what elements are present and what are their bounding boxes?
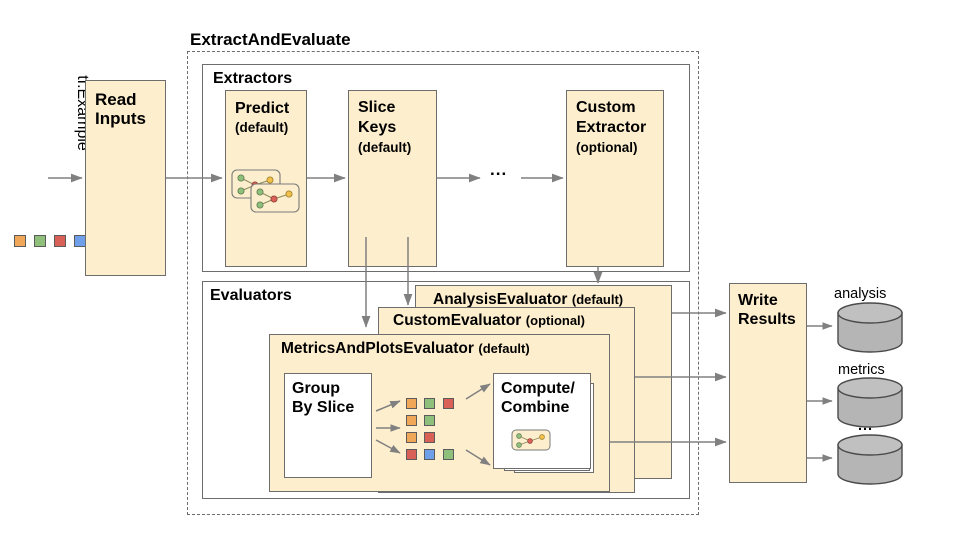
- slice-swatch: [424, 432, 435, 443]
- group-extract-and-evaluate: [187, 51, 699, 515]
- output-label-metrics: metrics: [838, 362, 885, 378]
- group-by-slice-line2: By Slice: [292, 399, 355, 416]
- compute-combine-line1: Compute/: [501, 380, 575, 397]
- output-cylinder-more: [837, 434, 903, 485]
- output-label-analysis: analysis: [834, 286, 887, 302]
- custom-extractor-line2: Extractor: [576, 119, 647, 136]
- slice-keys-line2: Keys: [358, 119, 397, 136]
- node-read-inputs[interactable]: Read Inputs: [85, 80, 166, 276]
- slice-swatch: [406, 432, 417, 443]
- slice-swatch: [424, 449, 435, 460]
- custom-extractor-qualifier: (optional): [576, 140, 638, 155]
- swatch-orange: [14, 235, 26, 247]
- swatch-green: [34, 235, 46, 247]
- slice-keys-line1: Slice: [358, 99, 396, 116]
- group-extract-and-evaluate-label: ExtractAndEvaluate: [190, 30, 351, 49]
- slice-swatch: [443, 398, 454, 409]
- node-write-results[interactable]: Write Results: [729, 283, 807, 483]
- predict-qualifier: (default): [235, 120, 289, 135]
- compute-combine-line2: Combine: [501, 399, 570, 416]
- node-custom-extractor[interactable]: Custom Extractor (optional): [566, 90, 664, 267]
- custom-extractor-line1: Custom: [576, 99, 636, 116]
- custom-evaluator-qualifier: (optional): [525, 313, 586, 328]
- node-compute-combine[interactable]: Compute/ Combine: [493, 373, 591, 469]
- predict-line1: Predict: [235, 100, 290, 117]
- analysis-evaluator-name: AnalysisEvaluator: [433, 291, 568, 308]
- write-results-line1: Write: [738, 292, 778, 309]
- write-results-line2: Results: [738, 311, 796, 328]
- node-predict[interactable]: Predict (default): [225, 90, 307, 267]
- evaluators-label: Evaluators: [210, 287, 292, 304]
- slice-keys-qualifier: (default): [358, 140, 412, 155]
- output-label-more: ...: [858, 418, 874, 434]
- slice-swatch: [424, 415, 435, 426]
- node-slice-keys[interactable]: Slice Keys (default): [348, 90, 437, 267]
- slice-swatch: [406, 415, 417, 426]
- slice-swatch: [406, 398, 417, 409]
- read-inputs-line2: Inputs: [95, 109, 146, 128]
- slice-swatch: [406, 449, 417, 460]
- metrics-evaluator-name: MetricsAndPlotsEvaluator: [281, 340, 474, 357]
- custom-evaluator-name: CustomEvaluator: [393, 312, 522, 329]
- extractors-ellipsis: ...: [490, 160, 508, 179]
- analysis-evaluator-qualifier: (default): [571, 292, 624, 307]
- node-group-by-slice[interactable]: Group By Slice: [284, 373, 372, 478]
- slice-swatch: [443, 449, 454, 460]
- metrics-evaluator-qualifier: (default): [478, 341, 530, 356]
- group-by-slice-line1: Group: [292, 380, 340, 397]
- output-cylinder-analysis: [837, 302, 903, 353]
- slice-swatch: [424, 398, 435, 409]
- read-inputs-line1: Read: [95, 90, 137, 109]
- swatch-red: [54, 235, 66, 247]
- extractors-label: Extractors: [213, 70, 293, 87]
